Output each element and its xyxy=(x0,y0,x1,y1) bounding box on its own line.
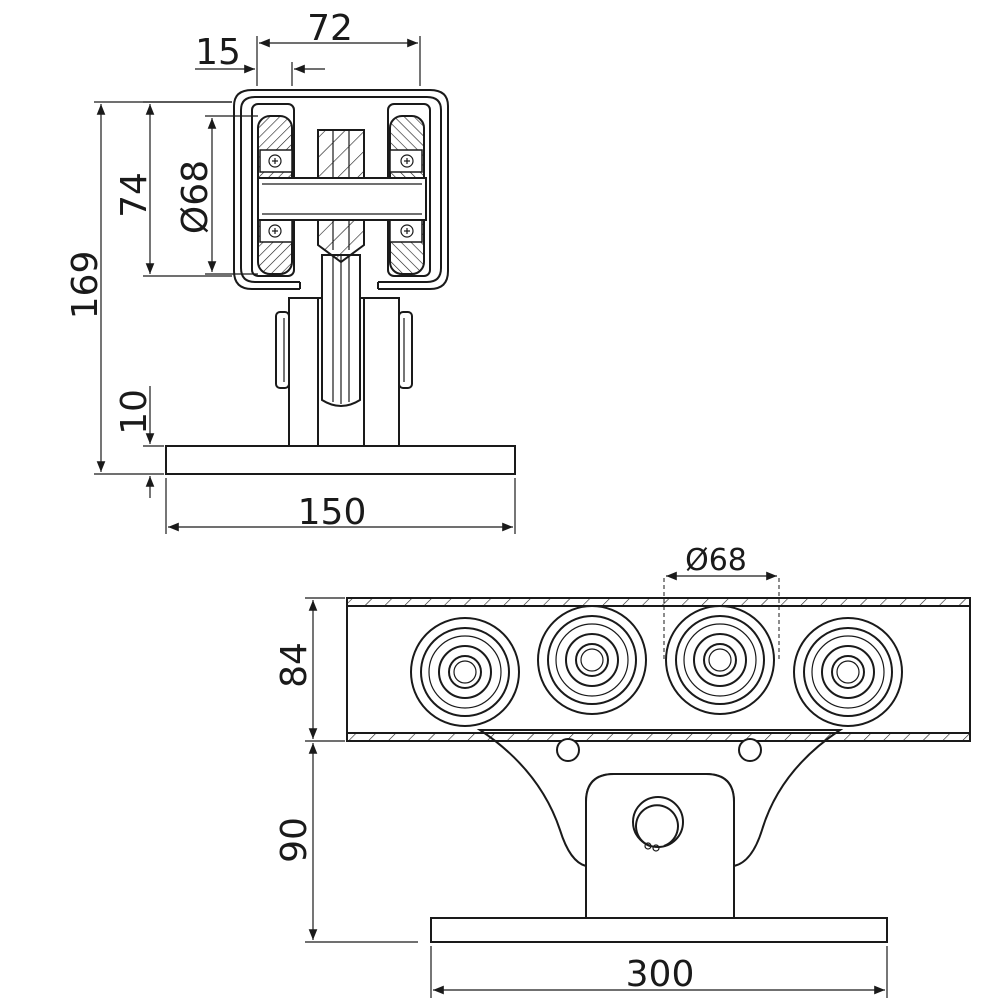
dim-169: 169 xyxy=(65,101,232,475)
dim-74: 74 xyxy=(114,101,232,277)
front-left-washer xyxy=(275,311,290,389)
dim-90-label: 90 xyxy=(274,817,315,863)
dim-10-label: 10 xyxy=(114,389,155,435)
side-wheel-2 xyxy=(537,605,647,715)
side-base-plate xyxy=(430,917,888,943)
dim-dia-68-side-label: Ø68 xyxy=(685,543,747,578)
front-profile-inner xyxy=(240,96,442,283)
dim-150: 150 xyxy=(165,478,516,534)
dim-15: 15 xyxy=(195,32,325,86)
side-wheel-3 xyxy=(665,605,775,715)
front-base-plate xyxy=(165,445,516,475)
front-view: 72 15 169 74 Ø68 xyxy=(65,8,516,534)
dim-84-label: 84 xyxy=(274,642,315,688)
dim-84: 84 xyxy=(274,597,345,742)
side-hole-left xyxy=(556,738,580,762)
dim-dia-68-front: Ø68 xyxy=(175,115,258,275)
dim-90: 90 xyxy=(274,743,418,943)
side-profile-top-wall xyxy=(346,597,971,607)
dim-300: 300 xyxy=(430,946,888,998)
side-view: Ø68 84 90 300 xyxy=(274,543,971,998)
side-wheel-1 xyxy=(410,617,520,727)
side-circlip xyxy=(632,796,684,852)
dim-74-label: 74 xyxy=(114,172,155,218)
side-wheel-4 xyxy=(793,617,903,727)
side-hole-right xyxy=(738,738,762,762)
dim-72-label: 72 xyxy=(307,8,353,49)
dim-dia-68-side: Ø68 xyxy=(663,543,780,660)
dim-169-label: 169 xyxy=(65,251,106,320)
dim-150-label: 150 xyxy=(298,492,367,533)
dim-dia-68-front-label: Ø68 xyxy=(175,160,216,234)
front-profile-outer xyxy=(233,89,449,290)
side-profile-bottom-wall xyxy=(346,732,971,742)
dim-72: 72 xyxy=(256,8,421,86)
front-right-washer xyxy=(398,311,413,389)
dim-15-label: 15 xyxy=(195,32,241,73)
dim-10: 10 xyxy=(114,386,164,498)
dim-300-label: 300 xyxy=(626,954,695,995)
front-axle xyxy=(257,177,427,221)
